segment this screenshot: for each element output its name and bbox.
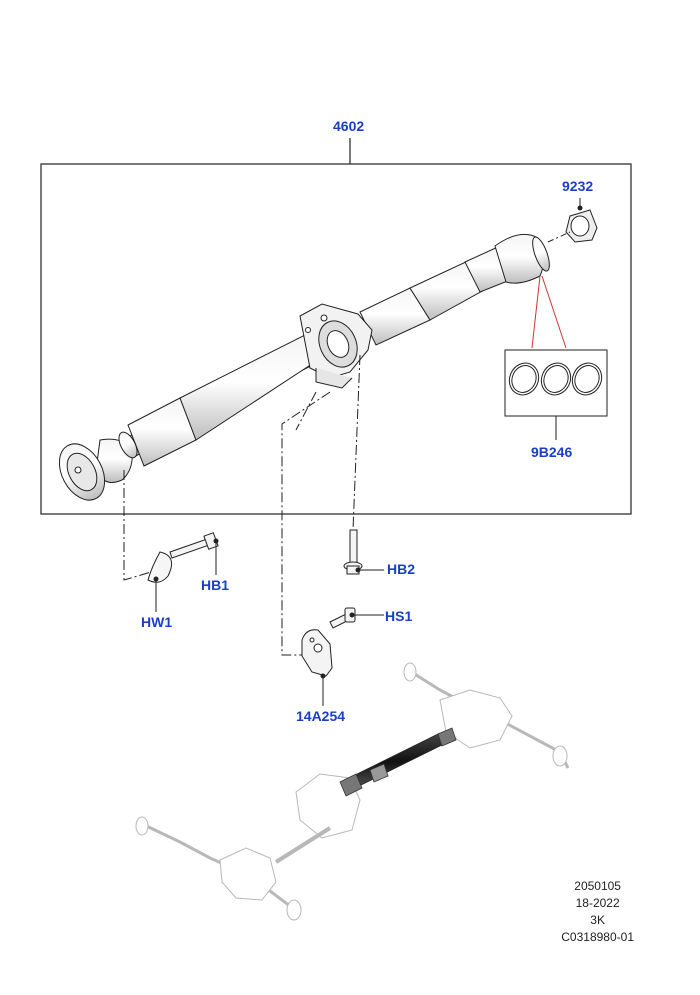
callout-9232[interactable]: 9232	[562, 178, 594, 194]
screw-hs1[interactable]	[329, 607, 356, 629]
callout-14a254[interactable]: 14A254	[296, 708, 346, 724]
washer-hw1[interactable]	[147, 551, 173, 583]
seal-ring[interactable]	[506, 360, 542, 398]
callout-9b246[interactable]: 9B246	[531, 444, 573, 460]
assembly-frame	[40, 138, 632, 515]
cap-part[interactable]	[547, 209, 598, 243]
footer-line-3: 3K	[590, 913, 605, 927]
callout-hb2[interactable]: HB2	[387, 561, 416, 577]
leader-lines-red	[531, 275, 567, 349]
bolt-hb2[interactable]	[343, 529, 363, 575]
seal-ring[interactable]	[538, 360, 574, 398]
footer-line-2: 18-2022	[575, 896, 620, 910]
callout-hw1[interactable]: HW1	[141, 614, 173, 630]
callout-4602[interactable]: 4602	[333, 118, 365, 134]
seal-ring[interactable]	[569, 360, 605, 398]
seal-kit-box	[504, 349, 608, 440]
propeller-shaft[interactable]	[50, 233, 553, 507]
vehicle-drivetrain-illustration	[135, 662, 570, 921]
assembly-lines	[123, 354, 361, 656]
reference-footer: 2050105 18-2022 3K C0318980-01	[561, 878, 634, 946]
footer-line-4: C0318980-01	[561, 930, 634, 944]
callout-hb1[interactable]: HB1	[201, 577, 230, 593]
callout-hs1[interactable]: HS1	[385, 608, 413, 624]
bracket-part[interactable]	[301, 629, 333, 677]
bolt-hb1[interactable]	[169, 532, 219, 559]
center-bearing[interactable]	[299, 303, 373, 389]
footer-line-1: 2050105	[574, 879, 621, 893]
